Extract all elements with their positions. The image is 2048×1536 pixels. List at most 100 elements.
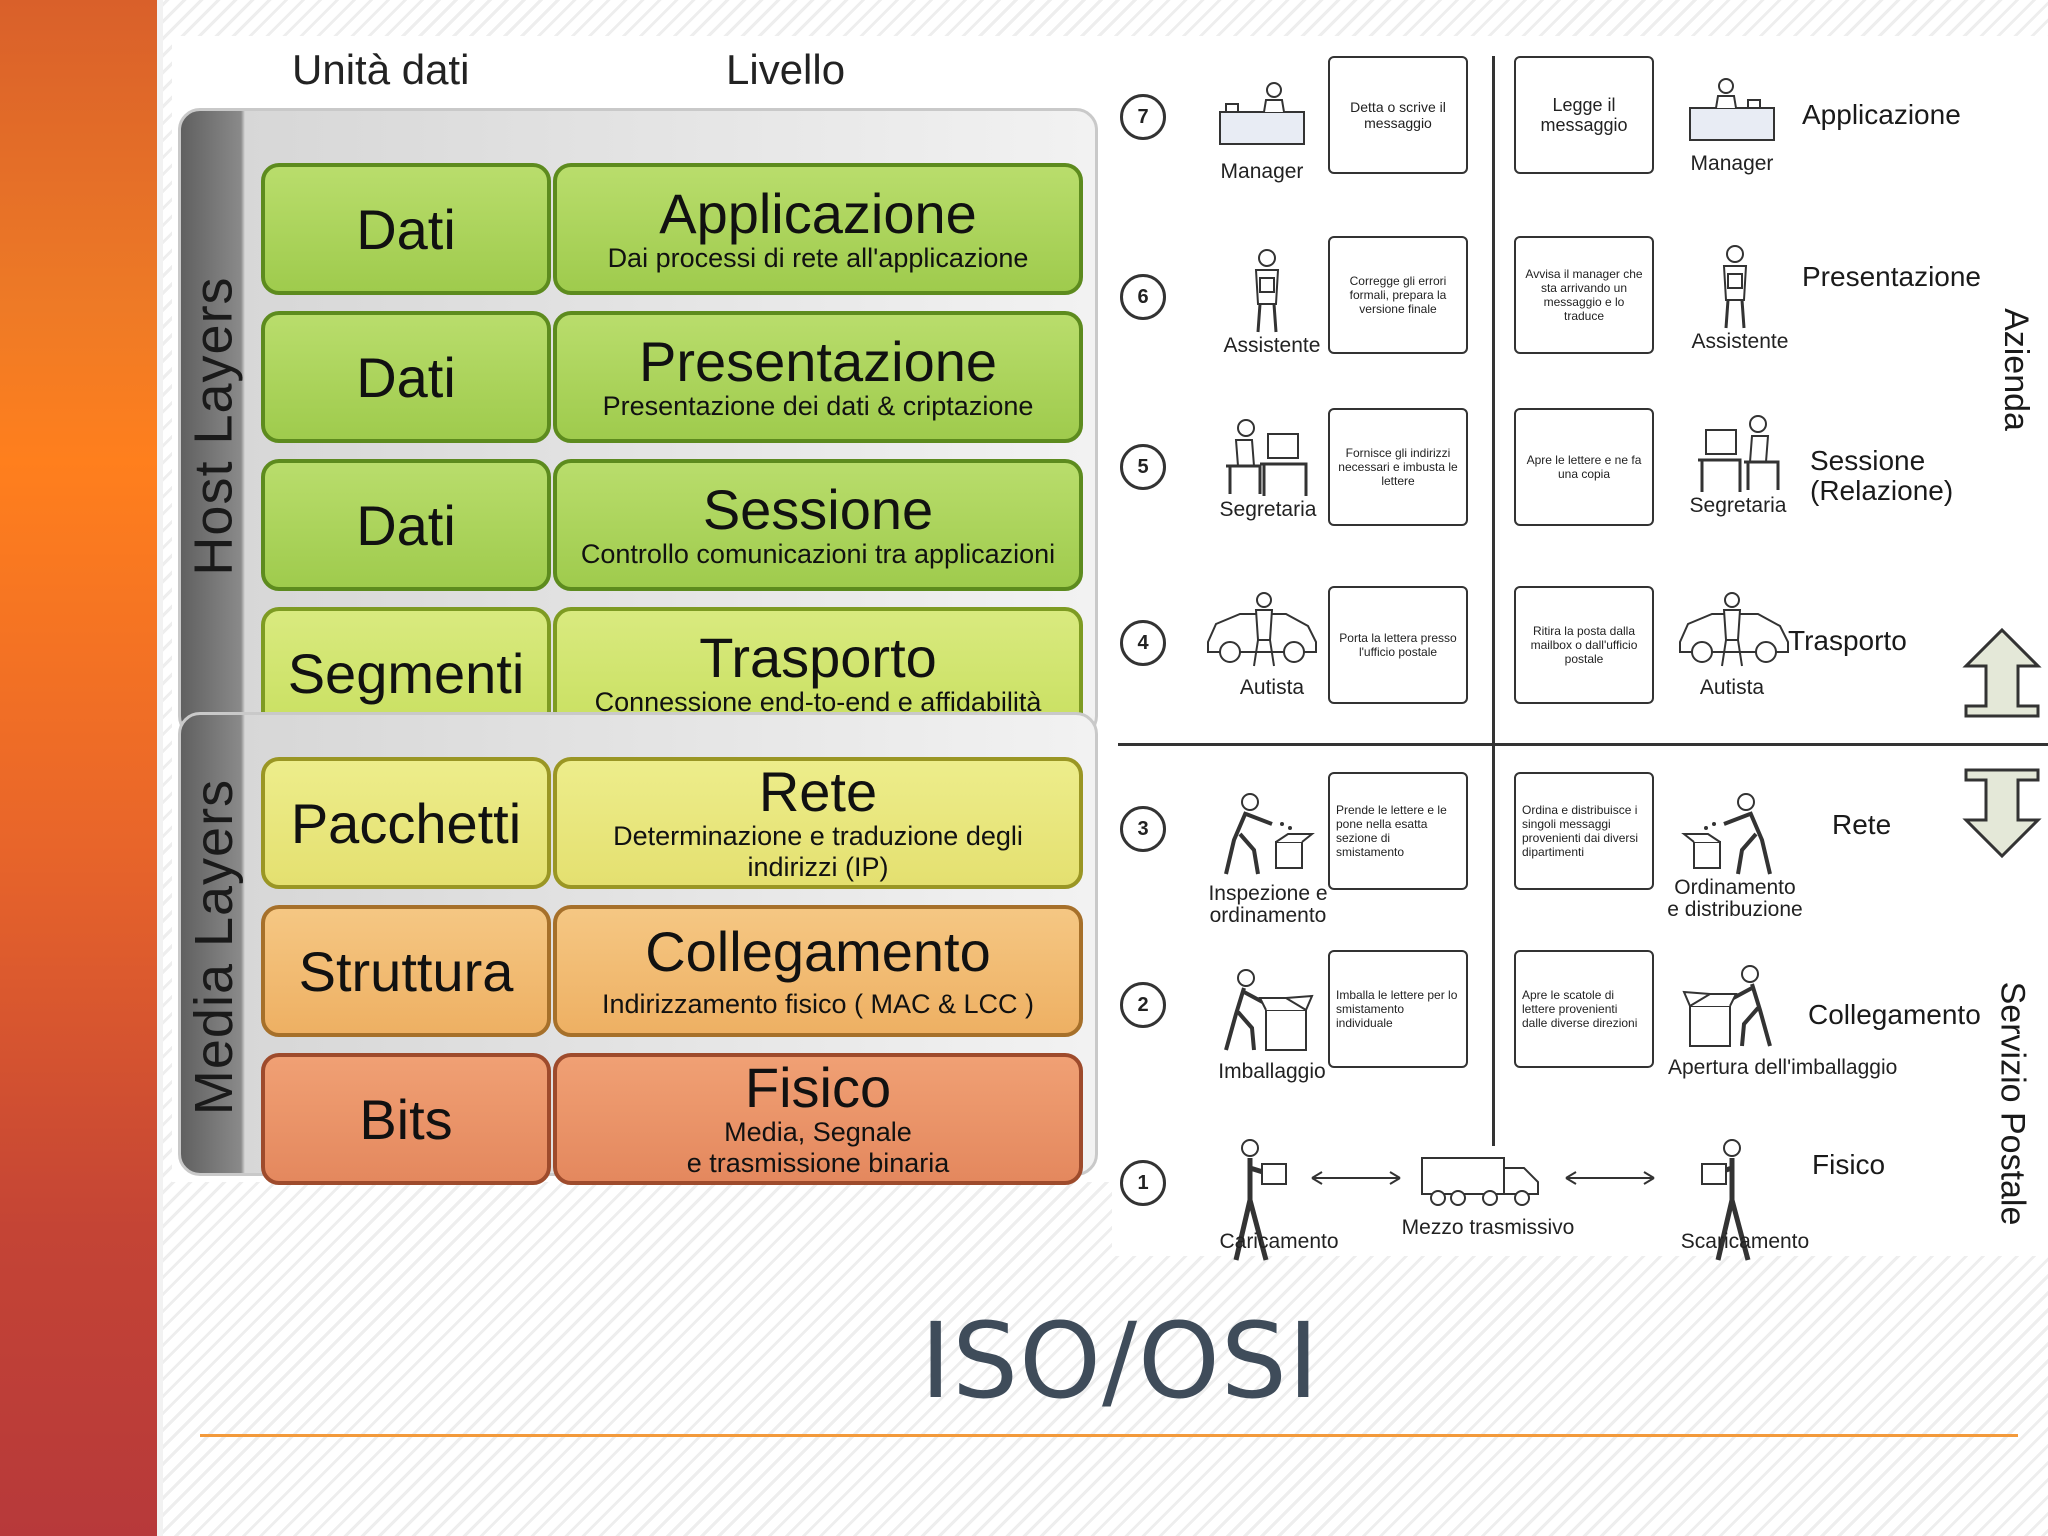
level-desc: Presentazione dei dati & criptazione	[602, 390, 1034, 421]
media-layers-label: Media Layers	[184, 778, 245, 1116]
unit-box: Dati	[261, 163, 551, 295]
role-label: e distribuzione	[1667, 898, 1803, 921]
layer-label: Presentazione	[1802, 261, 1982, 292]
unit-box: Pacchetti	[261, 757, 551, 889]
level-box: Fisico Media, Segnale e trasmissione bin…	[553, 1053, 1083, 1185]
left-accent-bar	[0, 0, 163, 1536]
level-name: Fisico	[744, 1056, 892, 1119]
manager-desk-icon	[1689, 78, 1775, 141]
level-name: Rete	[758, 760, 878, 823]
level-header: Livello	[726, 46, 846, 93]
role-label: Apertura dell'imballaggio	[1668, 1056, 1898, 1079]
down-arrow-icon	[1962, 768, 2042, 859]
title-underline	[200, 1434, 2018, 1437]
unit-box: Dati	[261, 459, 551, 591]
task-box: Prende le lettere e le pone nella esatta…	[1328, 772, 1468, 890]
host-layers-label: Host Layers	[184, 276, 244, 576]
units-header: Unità dati	[292, 46, 470, 93]
layer-label: Applicazione	[1802, 99, 1961, 130]
task-box: Avvisa il manager che sta arrivando un m…	[1514, 236, 1654, 354]
role-label: Autista	[1239, 676, 1305, 699]
task-box: Imballa le lettere per lo smistamento in…	[1328, 950, 1468, 1068]
role-label: Assistente	[1691, 330, 1789, 353]
layer-number: 3	[1120, 806, 1166, 852]
layer-number: 6	[1120, 274, 1166, 320]
layer-label: (Relazione)	[1810, 475, 1954, 506]
level-box: Collegamento Indirizzamento fisico ( MAC…	[553, 905, 1083, 1037]
unit-box: Dati	[261, 311, 551, 443]
layer-number: 4	[1120, 620, 1166, 666]
layer-number: 5	[1120, 444, 1166, 490]
unit-box: Bits	[261, 1053, 551, 1185]
level-desc: Connessione end-to-end e affidabilità	[594, 686, 1042, 717]
level-name: Collegamento	[645, 919, 991, 983]
layer-label: Trasporto	[1788, 625, 1907, 656]
role-label: Manager	[1220, 160, 1304, 183]
layer-label: Fisico	[1812, 1149, 1886, 1180]
osi-layers-diagram: Unità dati Livello Host Layers Dati Appl…	[172, 36, 1112, 1185]
level-desc: Dai processi di rete all'applicazione	[607, 242, 1029, 273]
double-arrow-icon	[1311, 1171, 1401, 1185]
level-desc: Controllo comunicazioni tra applicazioni	[580, 538, 1056, 569]
level-name: Applicazione	[659, 181, 977, 245]
level-desc: Media, Segnale	[724, 1117, 912, 1147]
driver-car-icon	[1207, 592, 1317, 667]
truck-icon	[1421, 1157, 1539, 1206]
layer-label: Collegamento	[1808, 999, 1981, 1030]
level-box: Applicazione Dai processi di rete all'ap…	[553, 163, 1083, 295]
role-label: Assistente	[1223, 334, 1321, 357]
secretary-computer-icon	[1226, 419, 1308, 496]
task-box: Ordina e distribuisce i singoli messaggi…	[1514, 772, 1654, 890]
task-box: Ritira la posta dalla mailbox o dall'uff…	[1514, 586, 1654, 704]
role-label: Autista	[1699, 676, 1765, 699]
role-label: Manager	[1690, 152, 1774, 175]
double-arrow-icon	[1565, 1171, 1655, 1185]
sorting-worker-icon	[1681, 793, 1772, 875]
level-desc: Determinazione e traduzione degli indiri…	[613, 821, 1023, 882]
level-box: Rete Determinazione e traduzione degli i…	[553, 757, 1083, 889]
up-arrow-icon	[1962, 627, 2042, 718]
vertical-divider	[1492, 56, 1495, 1146]
packing-worker-icon	[1224, 969, 1314, 1051]
host-layers-group: Host Layers Dati Applicazione Dai proces…	[178, 108, 1098, 739]
layer-number: 2	[1120, 982, 1166, 1028]
layer-label: Sessione	[1810, 445, 1926, 476]
level-name: Sessione	[702, 477, 934, 541]
task-box: Apre le scatole di lettere provenienti d…	[1514, 950, 1654, 1068]
role-label: Scaricamento	[1680, 1230, 1810, 1253]
horizontal-divider	[1118, 743, 2048, 746]
secretary-computer-icon	[1698, 415, 1780, 492]
role-label: Segretaria	[1689, 494, 1787, 517]
role-label: Imballaggio	[1218, 1060, 1326, 1083]
task-box: Fornisce gli indirizzi necessari e imbus…	[1328, 408, 1468, 526]
postal-analogy-diagram: 7 Manager Detta o scrive il messaggio Le…	[1112, 36, 2048, 1261]
postal-service-label: Servizio Postale	[1993, 981, 2032, 1226]
role-label: Inspezione e	[1208, 882, 1328, 905]
level-desc: e trasmissione binaria	[686, 1148, 950, 1178]
slide-title: ISO/OSI	[920, 1300, 1320, 1422]
role-label: ordinamento	[1209, 904, 1327, 927]
assistant-icon	[1254, 249, 1280, 333]
unloading-worker-icon	[1701, 1139, 1751, 1261]
unpacking-worker-icon	[1682, 965, 1772, 1047]
task-box: Corregge gli errori formali, prepara la …	[1328, 236, 1468, 354]
sorting-worker-icon	[1224, 793, 1315, 875]
loading-worker-icon	[1233, 1139, 1287, 1261]
level-name: Trasporto	[699, 625, 937, 689]
azienda-label: Azienda	[1996, 308, 2035, 431]
layer-number: 7	[1120, 94, 1166, 140]
level-desc: Indirizzamento fisico ( MAC & LCC )	[601, 988, 1035, 1019]
level-name: Presentazione	[638, 329, 997, 393]
transmission-medium-label: Mezzo trasmissivo	[1401, 1216, 1575, 1239]
level-box: Presentazione Presentazione dei dati & c…	[553, 311, 1083, 443]
task-box: Apre le lettere e ne fa una copia	[1514, 408, 1654, 526]
driver-car-icon	[1679, 592, 1789, 667]
assistant-icon	[1722, 245, 1748, 329]
layer-label: Rete	[1832, 809, 1892, 840]
role-label: Segretaria	[1219, 498, 1317, 521]
role-label: Caricamento	[1219, 1230, 1339, 1253]
role-label: Ordinamento	[1674, 876, 1796, 899]
layer-number: 1	[1120, 1160, 1166, 1206]
task-box: Detta o scrive il messaggio	[1328, 56, 1468, 174]
unit-box: Struttura	[261, 905, 551, 1037]
